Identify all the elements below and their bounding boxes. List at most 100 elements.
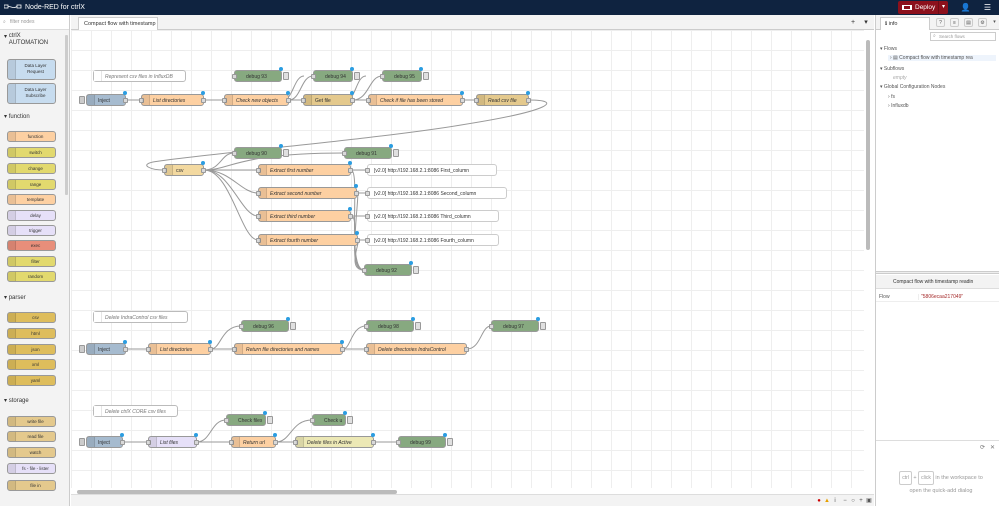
error-icon[interactable]: ● [817, 498, 821, 504]
palette-node-html[interactable]: html [7, 328, 56, 339]
comment-node[interactable]: Represent csv files in InfluxDB [93, 70, 186, 82]
list-flows-icon[interactable]: ▾ [864, 19, 868, 26]
tree-flow-item[interactable]: › ▤ Compact flow with timestamp rea [888, 55, 996, 61]
zoom-reset-icon[interactable]: ○ [851, 498, 855, 504]
config-nodes-icon[interactable]: ▤ [964, 18, 973, 27]
function-node[interactable]: Extract second number [256, 184, 359, 199]
palette-category-ctrlx[interactable]: ▾ ctrlX AUTOMATION [0, 33, 62, 47]
add-flow-icon[interactable]: + [850, 19, 856, 26]
comment-node[interactable]: Delete IndraControl csv files [93, 311, 188, 323]
debug-toggle[interactable] [393, 149, 399, 157]
palette-node-template[interactable]: template [7, 194, 56, 205]
palette-node-random[interactable]: random [7, 271, 56, 282]
fs-ops-delete-node[interactable]: Delete files in Active [293, 433, 376, 448]
palette-node-read-file[interactable]: read file [7, 431, 56, 442]
inject-node[interactable]: Inject [79, 433, 125, 448]
palette-node-write-file[interactable]: write file [7, 416, 56, 427]
function-node[interactable]: List directories [139, 91, 206, 106]
refresh-icon[interactable]: ⟳ [980, 445, 986, 451]
debug-node[interactable]: debug 96 [239, 317, 296, 332]
flow-workspace[interactable]: Represent csv files in InfluxDB Inject L… [71, 30, 864, 488]
comment-node[interactable]: Delete ctrlX CORE csv files [93, 405, 178, 417]
tree-subflows[interactable]: ▾ Subflows [880, 66, 905, 72]
function-node[interactable]: Return url [229, 433, 278, 448]
debug-toggle[interactable] [354, 72, 360, 80]
workspace-vertical-scrollbar[interactable] [866, 40, 870, 250]
tree-flows[interactable]: ▾ Flows [880, 46, 897, 52]
debug-toggle[interactable] [415, 322, 421, 330]
deploy-menu-caret-icon[interactable]: ▾ [938, 1, 948, 14]
workspace-horizontal-scrollbar[interactable] [77, 490, 397, 494]
inject-button[interactable] [79, 345, 85, 353]
function-node[interactable]: Extract first number [256, 161, 353, 176]
tree-global-config[interactable]: ▾ Global Configuration Nodes [880, 84, 946, 90]
debug-toggle[interactable] [290, 322, 296, 330]
debug-node[interactable]: debug 95 [380, 67, 429, 82]
inject-node[interactable]: Inject [79, 340, 128, 355]
user-icon[interactable]: 👤 [960, 3, 971, 12]
palette-node-xml[interactable]: xml [7, 359, 56, 370]
palette-node-yaml[interactable]: yaml [7, 375, 56, 386]
fs-file-lister-node[interactable]: List files [146, 433, 199, 448]
palette-node-csv[interactable]: csv [7, 312, 56, 323]
tab-compact-flow[interactable]: Compact flow with timestamp [78, 17, 158, 30]
influxdb-out-node[interactable]: [v2.0] http://192.168.2.1:8086 Second_co… [365, 187, 507, 199]
debug-node[interactable]: debug 97 [489, 317, 546, 332]
zoom-in-icon[interactable]: + [859, 498, 863, 504]
tree-item-influxdb[interactable]: › Influxdb [888, 103, 909, 109]
palette-category-storage[interactable]: ▾ storage [0, 397, 62, 404]
sidebar-splitter[interactable] [876, 271, 999, 274]
palette-node-json[interactable]: json [7, 344, 56, 355]
palette-node-trigger[interactable]: trigger [7, 225, 56, 236]
debug-toggle[interactable] [267, 416, 273, 424]
debug-node[interactable]: Check files [224, 411, 273, 426]
palette-node-data-layer-subscribe[interactable]: Data Layer Subscribe [7, 83, 56, 104]
debug-toggle[interactable] [447, 438, 453, 446]
debug-toggle[interactable] [413, 266, 419, 274]
palette-node-fs-file-lister[interactable]: fs - file - lister [7, 463, 56, 474]
debug-toggle[interactable] [540, 322, 546, 330]
info-icon[interactable]: i [834, 498, 836, 504]
debug-toggle[interactable] [283, 72, 289, 80]
palette-node-delay[interactable]: delay [7, 210, 56, 221]
debug-toggle[interactable] [283, 149, 289, 157]
inject-node[interactable]: Inject [79, 91, 128, 106]
debug-node[interactable]: debug 98 [364, 317, 421, 332]
zoom-out-icon[interactable]: − [843, 498, 847, 504]
deploy-button[interactable]: Deploy ▾ [898, 1, 948, 14]
function-node[interactable]: List directories [146, 340, 213, 355]
palette-node-change[interactable]: change [7, 163, 56, 174]
influxdb-out-node[interactable]: [v2.0] http://192.168.2.1:8086 First_col… [365, 164, 497, 176]
palette-node-function[interactable]: function [7, 131, 56, 142]
settings-icon[interactable]: ⚙ [978, 18, 987, 27]
read-file-node[interactable]: Read csv file [474, 91, 531, 106]
sidebar-menu-caret-icon[interactable]: ▾ [993, 19, 996, 25]
function-node[interactable]: Delete directories IndraControl [364, 343, 469, 355]
csv-node[interactable]: csv [162, 161, 206, 176]
help-icon[interactable]: ? [936, 18, 945, 27]
palette-category-function[interactable]: ▾ function [0, 113, 62, 120]
inject-button[interactable] [79, 438, 85, 446]
palette-node-file-in[interactable]: file in [7, 480, 56, 491]
palette-scrollbar[interactable] [65, 35, 68, 195]
tree-item-fs[interactable]: › fs [888, 94, 895, 100]
debug-toggle[interactable] [423, 72, 429, 80]
debug-node[interactable]: debug 90 [232, 144, 289, 159]
palette-node-switch[interactable]: switch [7, 147, 56, 158]
debug-toggle[interactable] [347, 416, 353, 424]
debug-node[interactable]: debug 93 [232, 67, 289, 82]
influxdb-out-node[interactable]: [v2.0] http://192.168.2.1:8086 Third_col… [365, 210, 499, 222]
palette-node-filter[interactable]: filter [7, 256, 56, 267]
debug-node[interactable]: debug 94 [311, 67, 360, 82]
function-node[interactable]: Extract fourth number [256, 231, 360, 246]
influxdb-out-node[interactable]: [v2.0] http://192.168.2.1:8086 Fourth_co… [365, 234, 499, 246]
navigator-icon[interactable]: ▣ [866, 498, 872, 504]
palette-category-parser[interactable]: ▾ parser [0, 294, 62, 301]
function-node[interactable]: Check if file has been stored [366, 91, 465, 106]
menu-icon[interactable]: ☰ [983, 3, 992, 12]
file-in-node[interactable]: Get file [301, 91, 355, 106]
inject-button[interactable] [79, 96, 85, 104]
debug-node[interactable]: debug 91 [342, 144, 399, 159]
function-node[interactable]: Extract third number [256, 207, 353, 222]
close-icon[interactable]: ✕ [990, 445, 996, 451]
